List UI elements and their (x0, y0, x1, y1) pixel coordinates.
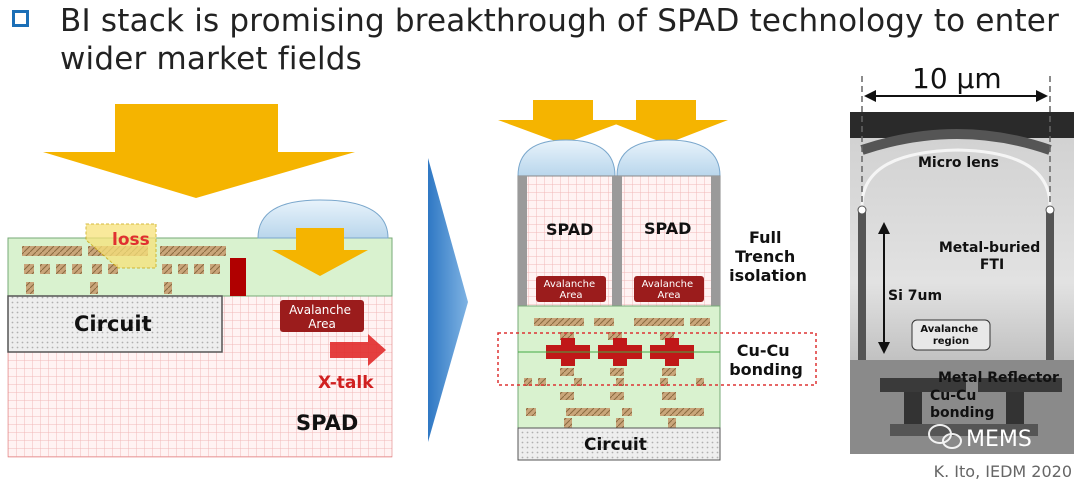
sem-si-label: Si 7um (888, 288, 942, 304)
mid-avalanche-right (634, 276, 704, 302)
xtalk-label: X-talk (318, 373, 374, 393)
big-light-arrow-icon (43, 104, 355, 198)
small-light-arrow-icon (272, 228, 368, 276)
sem-avalanche-box (911, 319, 991, 351)
loss-region (85, 223, 157, 269)
sem-reflector-label: Metal Reflector (938, 370, 1059, 386)
left-avalanche-area (280, 300, 364, 332)
sem-fti-right (1046, 208, 1054, 368)
sem-guide-dot-left (857, 205, 867, 215)
left-avalanche-label: Avalanche Area (289, 303, 355, 331)
cu-cu-line1: Cu-Cu (737, 341, 790, 360)
mid-avalanche-left-line2: Area (559, 290, 582, 301)
left-circuit-label: Circuit (74, 312, 152, 336)
sem-via-right (1006, 392, 1024, 428)
fti-label: Full Trench isolation (729, 228, 807, 285)
sem-scale-arrow-right-icon (1036, 90, 1048, 102)
sem-scale-label: 10 μm (912, 62, 1002, 95)
sem-micro-lens-label: Micro lens (918, 155, 999, 171)
loss-label: loss (112, 230, 150, 250)
mid-avalanche-left (536, 276, 606, 302)
title-text: BI stack is promising breakthrough of SP… (60, 3, 1060, 77)
frontside-illumination-diagram: loss Circuit Avalanche Area X-talk SPAD (7, 104, 393, 458)
mid-micro-lens-right (616, 139, 721, 177)
xtalk-arrow-icon (330, 334, 386, 366)
citation: K. Ito, IEDM 2020 (933, 462, 1072, 481)
sem-si-arrow-bottom-icon (878, 342, 890, 354)
sem-scale-arrow-left-icon (864, 90, 876, 102)
sem-cu-cu-line1: Cu-Cu (930, 388, 976, 404)
sem-avalanche-label: Avalanche region (920, 324, 981, 347)
sem-lower-region (850, 360, 1074, 454)
sem-fti-label: Metal-buried FTI (939, 240, 1045, 273)
bi-stack-diagram: SPAD SPAD Avalanche Area Avalanche Area (497, 100, 817, 461)
sem-si-arrow-top-icon (878, 222, 890, 234)
mid-light-arrow-left-icon (498, 100, 628, 144)
cu-cu-line2: bonding (729, 360, 803, 379)
sem-avalanche-line2: region (933, 336, 969, 347)
left-spad-label: SPAD (296, 411, 358, 435)
fti-line3: isolation (729, 266, 807, 285)
left-avalanche-line2: Area (308, 317, 336, 331)
mid-trench-1 (518, 176, 527, 306)
transition-chevron-icon (428, 158, 468, 442)
mid-spad-left-label: SPAD (546, 220, 593, 239)
sem-lens-arc (860, 129, 1052, 155)
mid-micro-lens-left (517, 139, 616, 177)
cu-cu-bonding-highlight (497, 332, 817, 386)
left-avalanche-line1: Avalanche (289, 303, 351, 317)
mid-trench-2 (612, 176, 622, 306)
cu-cu-label: Cu-Cu bonding (729, 341, 803, 379)
mid-avalanche-right-label: Avalanche Area (642, 279, 697, 301)
mid-trench-3 (711, 176, 720, 306)
sem-reflector-left (880, 378, 966, 392)
sem-guide-dot-right (1045, 205, 1055, 215)
mid-avalanche-left-line1: Avalanche (544, 279, 596, 290)
mid-avalanche-right-line1: Avalanche (642, 279, 694, 290)
sem-avalanche-line1: Avalanche (920, 324, 978, 335)
left-circuit-block (7, 295, 223, 353)
mid-spad-right-label: SPAD (644, 219, 691, 238)
sem-cu-cu-line2: bonding (930, 405, 994, 421)
checkbox-bullet-icon (12, 10, 29, 27)
mid-avalanche-left-label: Avalanche Area (544, 279, 599, 301)
sem-cross-section: 10 μm Si 7um Micro lens Metal-buried FTI… (850, 62, 1074, 454)
sem-via-left (904, 392, 922, 428)
mid-circuit-block (517, 427, 721, 461)
wechat-watermark-icon (928, 424, 962, 449)
sem-bond-pad (890, 424, 1038, 436)
mid-wiring-layer (517, 305, 721, 429)
watermark-label: MEMS (966, 427, 1032, 452)
left-micro-lens (257, 199, 389, 239)
sem-cu-cu-label: Cu-Cu bonding (930, 388, 994, 421)
mid-circuit-label: Circuit (584, 435, 647, 455)
sem-lens-arc-inner (860, 148, 1052, 207)
sem-reflector-right (978, 378, 1062, 392)
mid-light-arrow-right-icon (605, 100, 728, 144)
fti-line2: Trench (735, 247, 795, 266)
mid-avalanche-right-line2: Area (657, 290, 680, 301)
fti-line1: Full (749, 228, 782, 247)
sem-fti-left (858, 208, 866, 368)
sem-fti-line1: Metal-buried (939, 240, 1040, 256)
sem-fti-line2: FTI (980, 257, 1004, 273)
